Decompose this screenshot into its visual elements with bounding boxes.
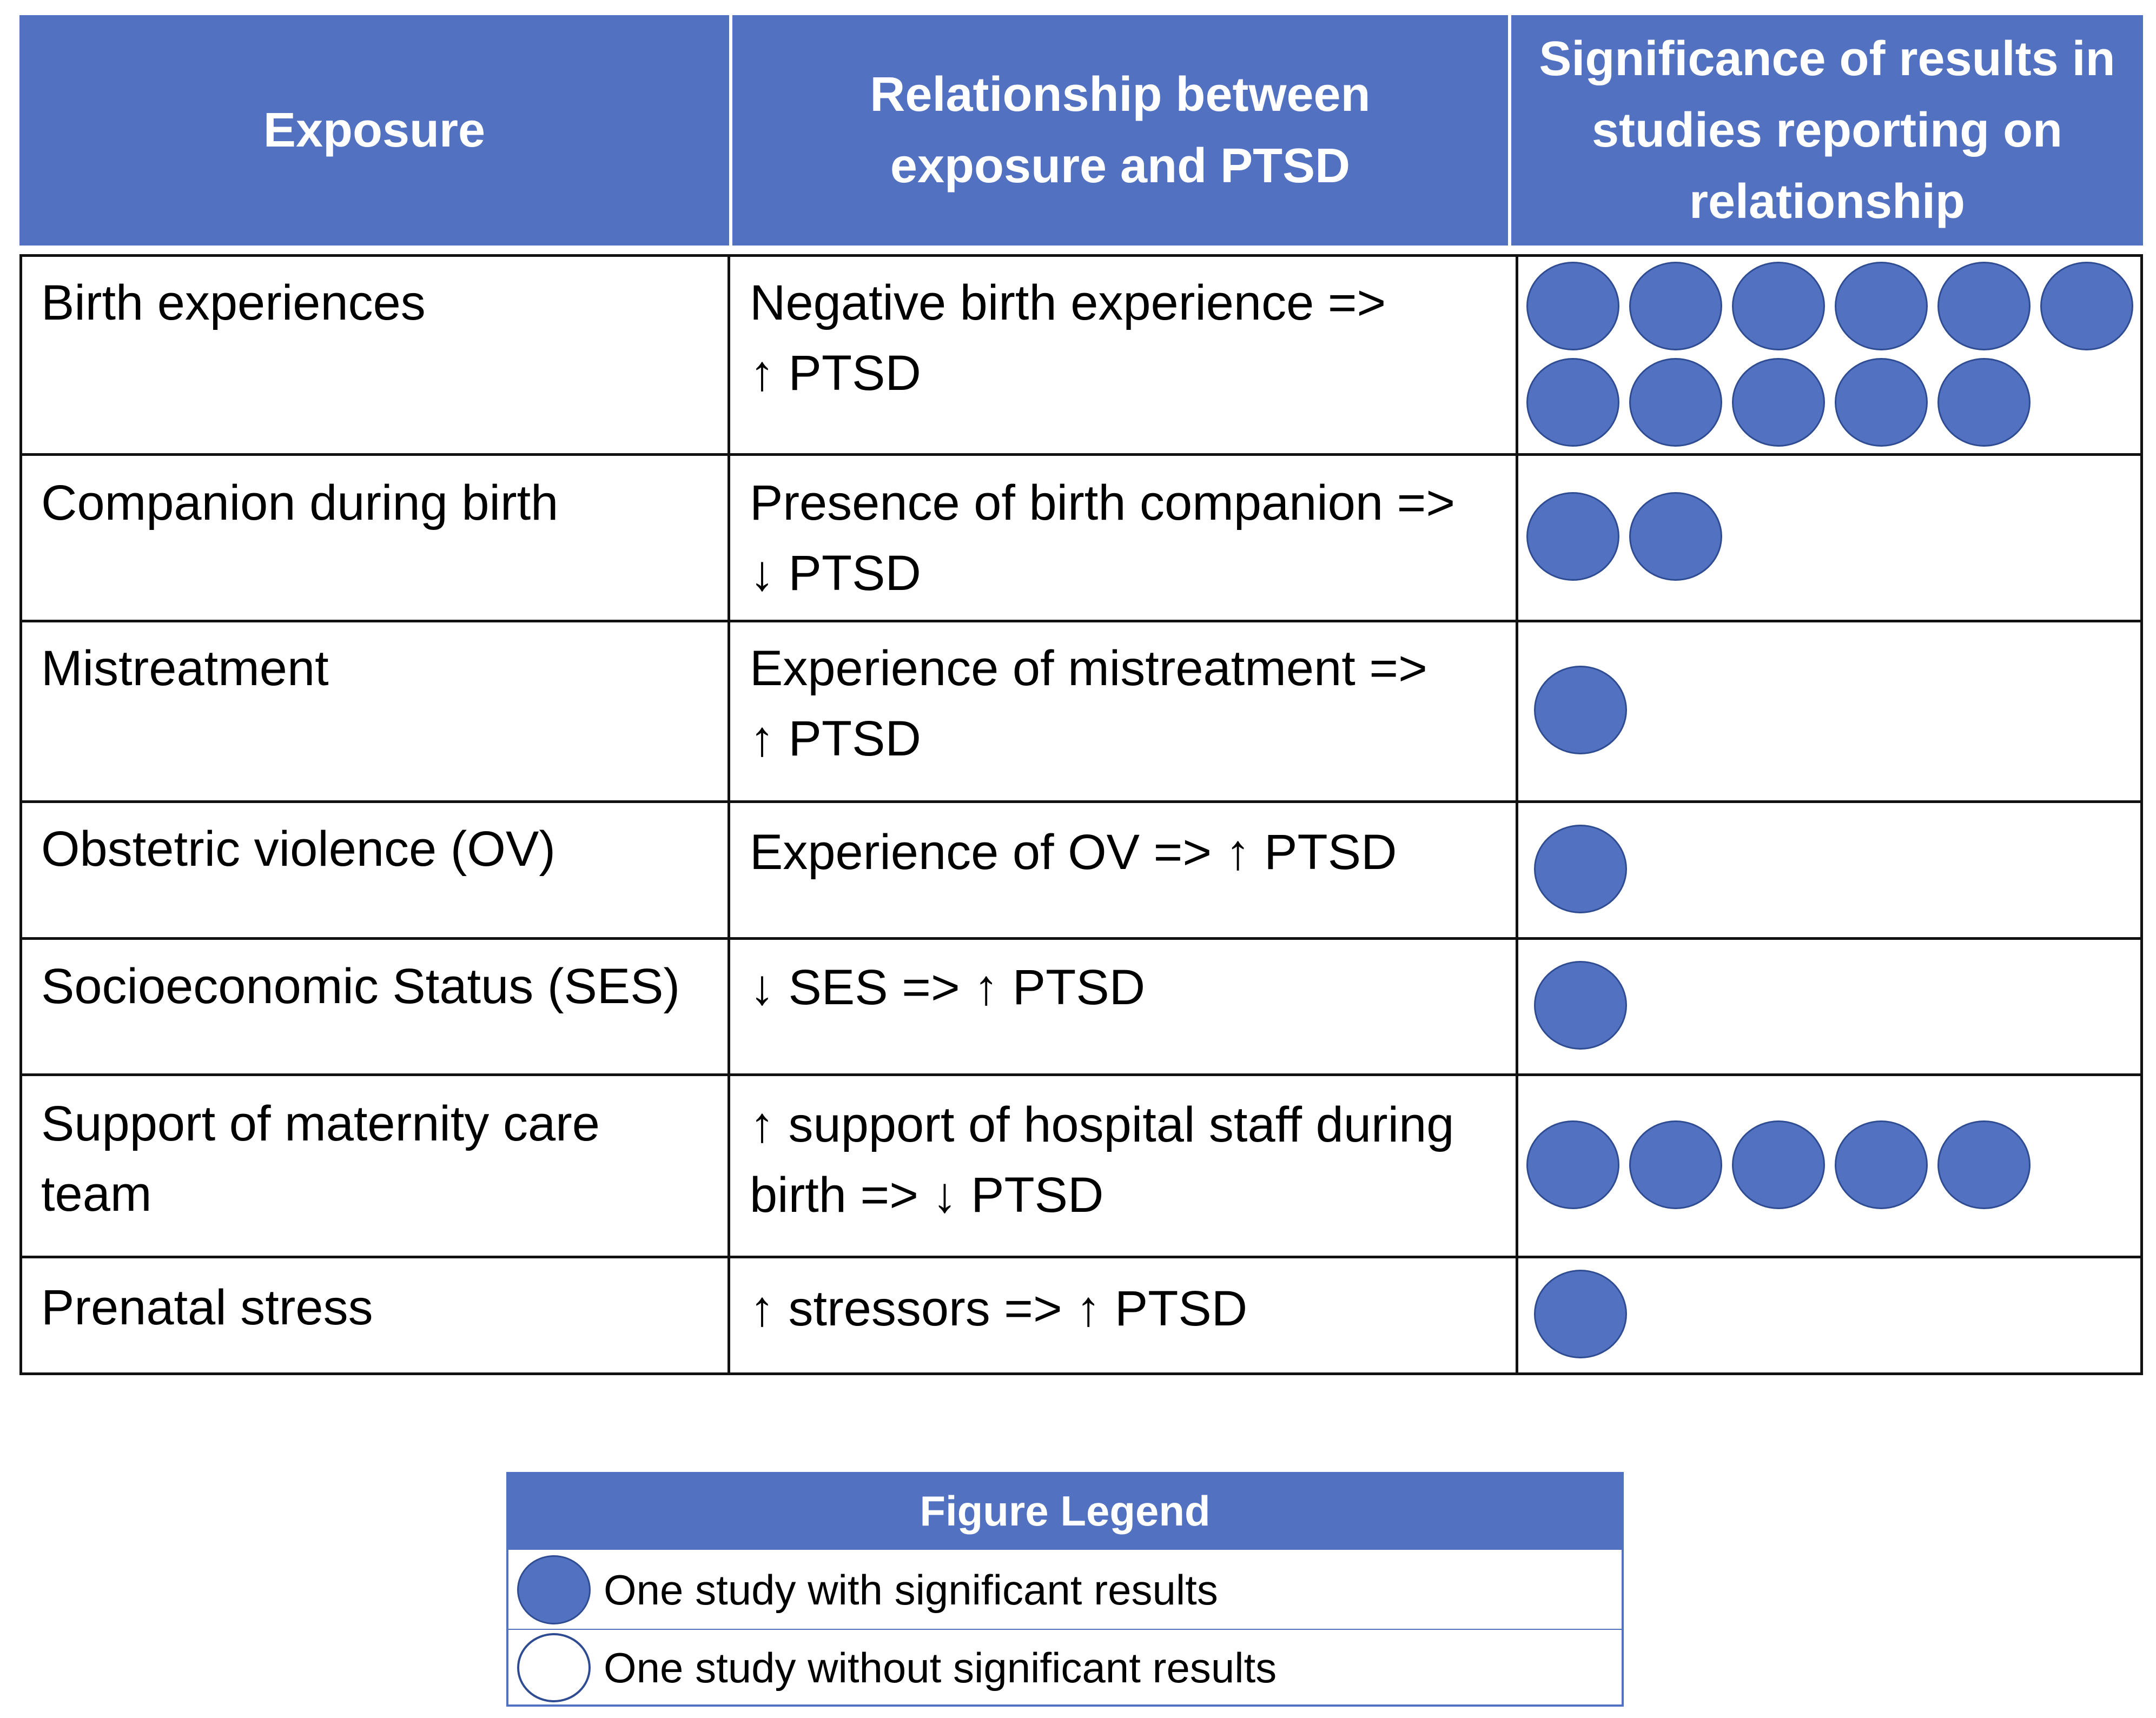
relationship-cell: birth => ↓ PTSD bbox=[750, 1168, 1104, 1223]
significant-study-dot bbox=[1937, 262, 2031, 350]
relationship-cell: Experience of OV => ↑ PTSD bbox=[750, 825, 1397, 880]
row-divider bbox=[19, 453, 2143, 456]
row-divider bbox=[19, 1372, 2143, 1375]
legend-item: One study without significant results bbox=[506, 1629, 1624, 1707]
significant-study-dot bbox=[1526, 262, 1619, 350]
significant-study-dot bbox=[1629, 262, 1722, 350]
header-divider bbox=[1508, 15, 1511, 246]
row-divider bbox=[19, 800, 2143, 803]
relationship-cell: ↓ PTSD bbox=[750, 546, 921, 601]
significant-study-dot bbox=[1526, 492, 1619, 581]
relationship-cell: Negative birth experience => bbox=[750, 275, 1386, 330]
header-relationship: Relationship between exposure and PTSD bbox=[732, 15, 1508, 246]
significant-study-dot bbox=[1937, 358, 2031, 447]
significant-study-dot bbox=[1534, 666, 1627, 754]
significant-study-dot bbox=[1937, 1120, 2031, 1209]
relationship-cell: Experience of mistreatment => bbox=[750, 641, 1427, 696]
row-divider bbox=[19, 254, 2143, 257]
legend-row-divider bbox=[506, 1629, 1624, 1631]
exposure-cell: Socioeconomic Status (SES) bbox=[41, 959, 680, 1014]
significant-study-dot bbox=[1629, 358, 1722, 447]
row-divider bbox=[19, 620, 2143, 622]
legend-item-label: One study with significant results bbox=[604, 1566, 1218, 1614]
exposure-cell: Birth experiences bbox=[41, 275, 426, 330]
significant-study-dot bbox=[1835, 358, 1928, 447]
significant-study-dot bbox=[1732, 262, 1825, 350]
column-divider bbox=[1516, 254, 1518, 1375]
significant-study-dot bbox=[1629, 492, 1722, 581]
row-divider bbox=[19, 1256, 2143, 1258]
figure-legend: Figure Legend One study with significant… bbox=[506, 1472, 1624, 1707]
exposure-cell: Prenatal stress bbox=[41, 1280, 373, 1335]
significant-study-dot bbox=[1732, 358, 1825, 447]
significant-study-dot bbox=[1534, 824, 1627, 913]
relationship-cell: ↑ PTSD bbox=[750, 711, 921, 766]
legend-border bbox=[506, 1472, 1624, 1707]
column-divider bbox=[19, 254, 22, 1375]
empty-circle-icon bbox=[517, 1633, 591, 1702]
column-divider bbox=[728, 254, 730, 1375]
significant-study-dot bbox=[1732, 1120, 1825, 1209]
legend-item-label: One study without significant results bbox=[604, 1643, 1277, 1692]
legend-title: Figure Legend bbox=[506, 1472, 1624, 1550]
significant-study-dot bbox=[1835, 1120, 1928, 1209]
column-divider bbox=[2140, 254, 2143, 1375]
exposure-cell: Support of maternity care bbox=[41, 1096, 600, 1151]
relationship-cell: ↑ stressors => ↑ PTSD bbox=[750, 1281, 1248, 1336]
header-significance: Significance of results in studies repor… bbox=[1511, 15, 2143, 246]
relationship-cell: ↑ PTSD bbox=[750, 346, 921, 401]
row-divider bbox=[19, 937, 2143, 940]
exposure-cell: Mistreatment bbox=[41, 641, 329, 696]
header-exposure: Exposure bbox=[19, 15, 729, 246]
row-divider bbox=[19, 1073, 2143, 1076]
relationship-cell: ↓ SES => ↑ PTSD bbox=[750, 960, 1146, 1015]
exposure-cell: team bbox=[41, 1166, 152, 1222]
header-divider bbox=[729, 15, 732, 246]
exposure-cell: Companion during birth bbox=[41, 475, 559, 530]
significant-study-dot bbox=[2040, 262, 2133, 350]
significant-study-dot bbox=[1526, 358, 1619, 447]
filled-circle-icon bbox=[517, 1555, 591, 1624]
significant-study-dot bbox=[1534, 961, 1627, 1050]
significant-study-dot bbox=[1526, 1120, 1619, 1209]
significant-study-dot bbox=[1534, 1270, 1627, 1358]
relationship-cell: Presence of birth companion => bbox=[750, 475, 1456, 530]
significant-study-dot bbox=[1835, 262, 1928, 350]
legend-item: One study with significant results bbox=[506, 1551, 1624, 1629]
exposure-cell: Obstetric violence (OV) bbox=[41, 821, 555, 877]
significant-study-dot bbox=[1629, 1120, 1722, 1209]
relationship-cell: ↑ support of hospital staff during bbox=[750, 1097, 1454, 1152]
